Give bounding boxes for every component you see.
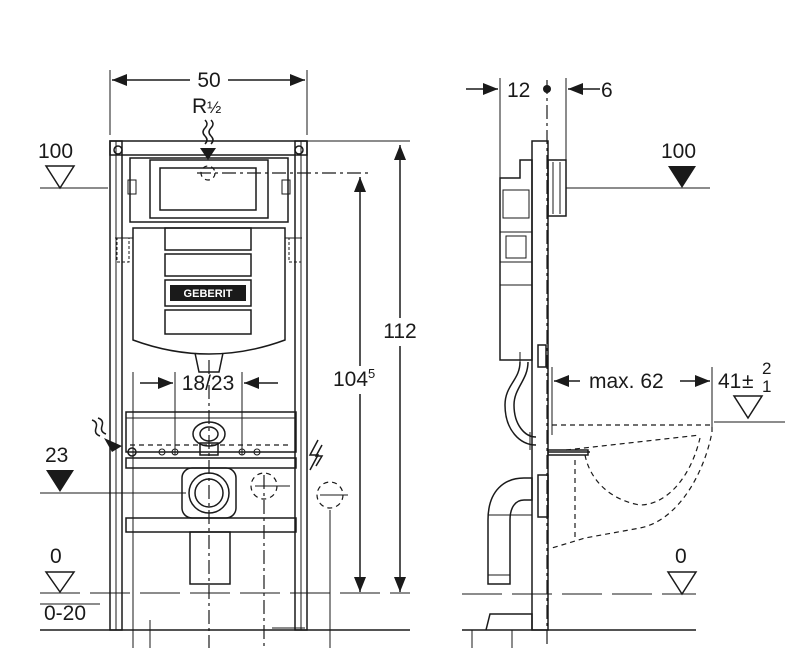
water-supply-wave-icon (202, 119, 208, 145)
width-dimension: 50 (109, 69, 308, 135)
floor-level-left-label: 0 (50, 545, 62, 568)
lightning-icon (308, 439, 320, 471)
projection-label: max. 62 (589, 370, 664, 393)
floor-range-label: 0-20 (44, 602, 86, 625)
seat-height-marker: 41 ± 2 1 (714, 359, 785, 423)
width-dim-label: 50 (197, 69, 220, 92)
inner-height-label: 104 (333, 368, 368, 391)
height-dimensions: 112 1045 (307, 140, 422, 592)
water-wave-icon (91, 419, 101, 437)
svg-text:R½: R½ (192, 95, 221, 118)
depth-dimension: 12 6 (466, 78, 613, 648)
wc-bowl (547, 424, 713, 549)
filled-triangle-icon (668, 166, 696, 188)
level-marker-0-right: 0 (462, 545, 698, 648)
svg-text:1045: 1045 (333, 366, 375, 391)
spacing-dimension: 18/23 (132, 372, 278, 455)
electric-symbol (91, 417, 324, 471)
thread-label-fraction: ½ (207, 98, 221, 117)
open-triangle-icon (732, 395, 764, 420)
level-marker-100-left: 100 (38, 140, 108, 190)
filled-triangle-icon (46, 470, 74, 492)
level-marker-23: 23 (40, 444, 186, 494)
projection-dimension: max. 62 (551, 367, 713, 435)
outer-height-label: 112 (383, 320, 416, 343)
seat-height-tol-minus: 1 (762, 377, 771, 396)
depth-left-label: 12 (507, 79, 530, 102)
seat-height-pm: ± (742, 370, 754, 393)
drain-bend (487, 474, 549, 585)
level-marker-0-left: 0 0-20 (40, 545, 410, 631)
cistern-side (499, 159, 533, 362)
open-triangle-icon (44, 571, 76, 594)
thread-label: R½ (192, 95, 221, 160)
inner-height-sup: 5 (368, 366, 375, 381)
cistern-top (127, 157, 370, 223)
level-100-right-label: 100 (661, 140, 696, 163)
spacing-dim-label: 18/23 (182, 372, 235, 395)
side-view: 12 6 100 (462, 78, 785, 648)
thread-label-base: R (192, 95, 207, 118)
level-100-left-label: 100 (38, 140, 73, 163)
lower-frame (125, 411, 297, 533)
level-23-label: 23 (45, 444, 68, 467)
seat-height-label: 41 (718, 370, 741, 393)
depth-right-label: 6 (601, 79, 613, 102)
geberit-logo: GEBERIT (184, 288, 233, 300)
open-triangle-icon (666, 571, 698, 596)
seat-height-tol-plus: 2 (762, 359, 771, 378)
cistern-body: GEBERIT (115, 227, 302, 373)
open-triangle-icon (44, 165, 76, 190)
side-post (531, 140, 567, 631)
floor-level-right-label: 0 (675, 545, 687, 568)
front-view: 50 R½ 100 (38, 69, 422, 648)
level-marker-100-right: 100 (566, 140, 710, 189)
supply-arrow-icon (200, 148, 216, 160)
flush-pipe (504, 361, 537, 450)
centerlines-front (132, 360, 331, 648)
drain-connection (181, 467, 348, 585)
